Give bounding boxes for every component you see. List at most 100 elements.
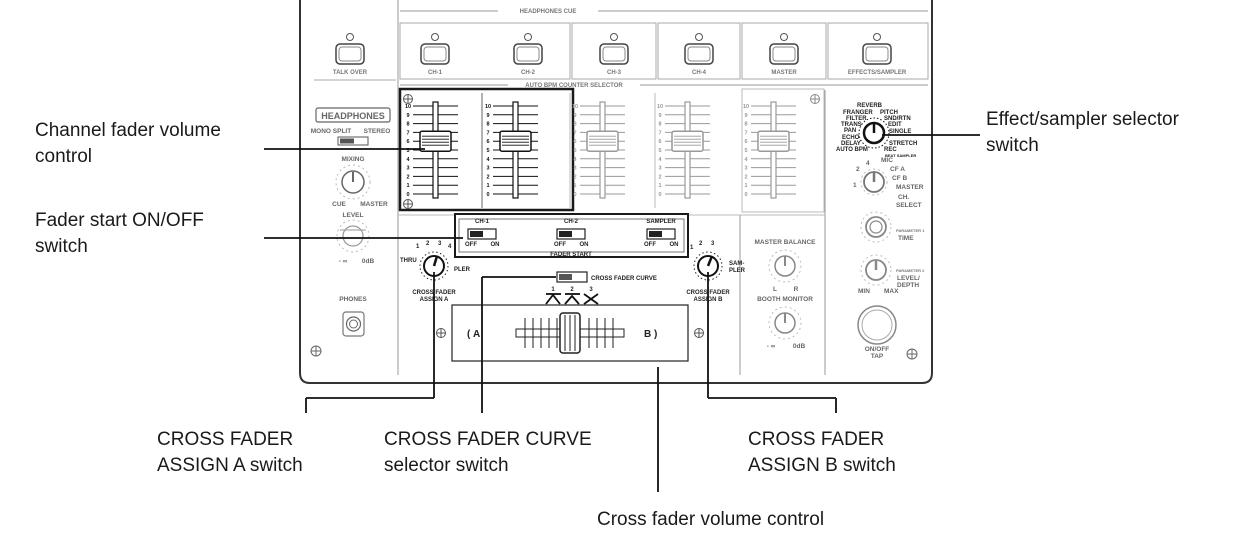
svg-text:MASTER: MASTER (771, 70, 797, 76)
fader-scale-label: 10 (485, 104, 491, 110)
fader-scale-label: 8 (658, 122, 661, 128)
fader-scale-label: 6 (658, 139, 661, 145)
time-knob[interactable] (860, 211, 892, 243)
master-balance-knob[interactable] (768, 249, 802, 283)
svg-text:4: 4 (866, 160, 870, 167)
cue-master-button[interactable]: MASTER (769, 33, 799, 77)
svg-text:0dB: 0dB (793, 343, 806, 350)
level-knob[interactable] (336, 219, 370, 253)
svg-text:FILTER: FILTER (846, 116, 867, 122)
callout-effect-selector: Effect/sampler selector switch (986, 109, 1180, 156)
svg-text:REC: REC (884, 147, 897, 153)
svg-text:MAX: MAX (884, 288, 899, 295)
cue-ch1-button[interactable]: CH-1 (420, 33, 450, 77)
cross-fader-volume-control[interactable] (515, 312, 625, 354)
effect-sampler-selector-knob[interactable] (858, 117, 890, 149)
svg-text:L: L (773, 286, 777, 293)
curve-1-icon (545, 293, 561, 305)
svg-text:THRU: THRU (400, 258, 417, 264)
mixer-body-outline (299, 0, 933, 384)
svg-text:1: 1 (853, 182, 857, 189)
svg-text:TAP: TAP (871, 353, 884, 360)
headphones-section: HEADPHONES MONO SPLIT STEREO MIXING CUE … (310, 107, 391, 357)
cue-ch3-button[interactable]: CH-3 (599, 33, 629, 77)
sampler-fader-frame (741, 88, 825, 213)
booth-monitor-knob[interactable] (768, 306, 802, 340)
auto-bpm-counter-label: AUTO BPM COUNTER SELECTOR (525, 83, 623, 89)
fader-scale-label: 5 (658, 148, 661, 154)
svg-text:PLER: PLER (454, 267, 471, 273)
svg-text:MIN: MIN (858, 288, 870, 295)
assign-a-knob[interactable] (419, 251, 449, 281)
svg-text:): ) (654, 329, 657, 340)
cue-ch4-button[interactable]: CH-4 (684, 33, 714, 77)
svg-text:CROSS FADER: CROSS FADER (748, 429, 884, 450)
fader-scale-label: 3 (573, 166, 576, 172)
svg-text:2: 2 (426, 241, 430, 247)
mixing-knob[interactable] (335, 164, 371, 200)
svg-text:MASTER BALANCE: MASTER BALANCE (754, 239, 816, 246)
callout-channel-fader: Channel fader volume control (35, 120, 221, 167)
fader-scale-label: 0 (658, 192, 661, 198)
fader-scale-label: 9 (406, 113, 409, 119)
cue-effects-sampler-button[interactable]: EFFECTS/SAMPLER (848, 33, 907, 77)
svg-text:ASSIGN A switch: ASSIGN A switch (157, 455, 303, 476)
talk-over-button[interactable]: TALK OVER (333, 33, 368, 77)
fader-start-ch2-switch[interactable] (556, 228, 586, 240)
bottom-leaders (305, 272, 837, 492)
screw-icon (403, 199, 413, 209)
fader-scale-label: 0 (744, 192, 747, 198)
cue-ch2-button[interactable]: CH-2 (513, 33, 543, 77)
fader-knob[interactable] (499, 130, 532, 152)
svg-text:PARAMETER 2: PARAMETER 2 (896, 268, 925, 273)
svg-text:ON: ON (491, 242, 500, 248)
svg-text:3: 3 (589, 287, 593, 293)
svg-text:AUTO BPM: AUTO BPM (836, 147, 868, 153)
mono-split-stereo-switch[interactable] (337, 136, 369, 146)
svg-text:switch: switch (35, 236, 88, 257)
cross-fader-curve-section: CROSS FADER CURVE 1 2 3 (545, 271, 657, 305)
cross-fader-curve-switch[interactable] (556, 271, 588, 283)
fader-scale-label: 6 (744, 139, 747, 145)
level-depth-knob[interactable] (860, 254, 892, 286)
fader-start-ch1-switch[interactable] (467, 228, 497, 240)
fader-knob[interactable] (671, 130, 704, 152)
phones-jack[interactable] (342, 311, 365, 337)
svg-text:ON: ON (670, 242, 679, 248)
fader-knob[interactable] (586, 130, 619, 152)
fader-start-sampler-switch[interactable] (646, 228, 676, 240)
svg-text:CUE: CUE (332, 201, 346, 208)
fader-scale-label: 1 (744, 183, 747, 189)
fader-knob[interactable] (757, 130, 790, 152)
fader-scale-label: 9 (573, 113, 576, 119)
svg-text:control: control (35, 146, 92, 167)
svg-text:MASTER: MASTER (360, 201, 388, 208)
svg-text:CH.: CH. (898, 194, 909, 201)
effect-sampler-selector-section: REVERB FRANGER FILTER TRANS PAN ECHO DEL… (836, 103, 917, 158)
svg-text:(: ( (467, 329, 471, 340)
svg-text:LEVEL/: LEVEL/ (897, 275, 920, 282)
ch-select-knob[interactable] (860, 168, 888, 196)
fader-scale-label: 1 (658, 183, 661, 189)
fader-scale-label: 1 (573, 183, 576, 189)
fader-scale-label: 5 (486, 148, 489, 154)
svg-text:selector switch: selector switch (384, 455, 509, 476)
cross-fader-assign-b: 1 2 3 SAM- PLER CROSS FADER ASSIGN B (686, 241, 745, 303)
svg-text:MIC: MIC (881, 157, 893, 164)
svg-text:CH-3: CH-3 (607, 70, 622, 76)
fader-scale-label: 9 (658, 113, 661, 119)
svg-text:CROSS FADER: CROSS FADER (157, 429, 293, 450)
svg-text:Channel fader volume: Channel fader volume (35, 120, 221, 141)
tap-button[interactable] (857, 305, 897, 345)
fader-scale-label: 3 (406, 166, 409, 172)
svg-text:2: 2 (699, 241, 703, 247)
svg-text:ASSIGN B switch: ASSIGN B switch (748, 455, 896, 476)
fader-scale-label: 2 (486, 174, 489, 180)
fader-scale-label: 7 (744, 130, 747, 136)
svg-text:- ∞: - ∞ (767, 343, 776, 350)
